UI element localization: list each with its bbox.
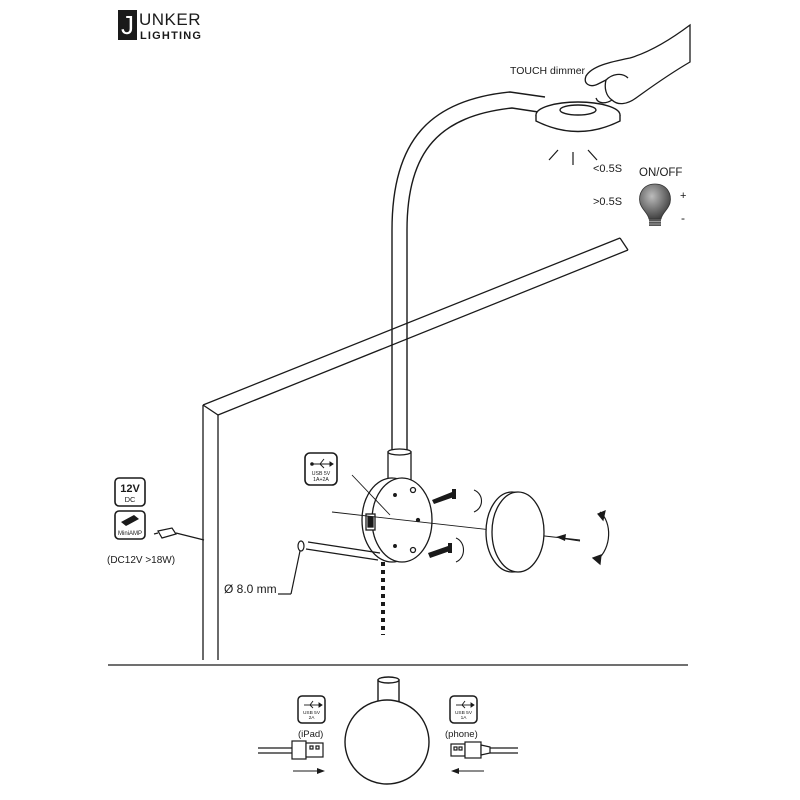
usb-main-line2: 1A+2A (313, 477, 329, 483)
usb-right-line1: USB 5V (455, 710, 473, 716)
long-press-label: >0.5S (593, 196, 622, 208)
power-requirement-label: (DC12V >18W) (107, 555, 175, 566)
dimmer-head (535, 101, 621, 133)
plug-icon (121, 515, 139, 526)
base-mount (361, 448, 433, 563)
usb-icon (310, 458, 334, 469)
usb-icon (456, 700, 475, 709)
onoff-label: ON/OFF (639, 167, 682, 179)
connector-plug (153, 527, 205, 541)
usb-left-line2: 2A (309, 715, 316, 721)
press-rays (548, 149, 598, 165)
usb-plug-left (258, 740, 324, 760)
arrow-icon (293, 768, 325, 774)
usb-plug-right (450, 741, 518, 759)
logo-name: UNKER (139, 10, 201, 29)
hand-icon (584, 23, 691, 105)
bulb-icon (639, 183, 671, 226)
logo-sub: LIGHTING (140, 30, 202, 42)
screw-icon (428, 489, 456, 558)
brand-logo: J UNKER LIGHTING (118, 10, 202, 42)
plus-label: + (680, 190, 686, 202)
minus-label: - (681, 211, 685, 225)
voltage-badge: 12V DC (114, 477, 146, 507)
dc-label: DC (125, 495, 136, 504)
gooseneck-arm (391, 91, 546, 450)
arrow-icon (556, 534, 581, 542)
wall-panel (202, 237, 629, 660)
drill-diameter-label: Ø 8.0 mm (224, 582, 277, 596)
logo-block (118, 10, 137, 40)
power-cable (278, 540, 381, 595)
usb-main-line1: USB 5V (312, 471, 331, 477)
dimmer-label: TOUCH dimmer (510, 65, 586, 77)
cover-disc (485, 491, 545, 573)
usb-right-line2: 1A (461, 715, 468, 721)
usb-badge-left: USB 5V 2A (297, 695, 326, 724)
usb-left-line1: USB 5V (303, 710, 321, 716)
usb-left-device: (iPad) (298, 729, 323, 740)
usb-right-device: (phone) (445, 729, 478, 740)
usb-badge-right: USB 5V 1A (449, 695, 478, 724)
voltage-label: 12V (120, 483, 140, 495)
arrow-icon (451, 768, 484, 774)
connector-badge: MiniAMP (114, 510, 146, 540)
base-detail (344, 676, 430, 785)
usb-badge-main: USB 5V 1A+2A (304, 452, 338, 486)
short-press-label: <0.5S (593, 163, 622, 175)
usb-icon (304, 700, 323, 709)
rotate-arrow-icon (591, 509, 610, 566)
rotate-arrow-icon (455, 489, 483, 563)
connector-label: MiniAMP (118, 531, 142, 537)
logo-letter: J (121, 10, 134, 40)
